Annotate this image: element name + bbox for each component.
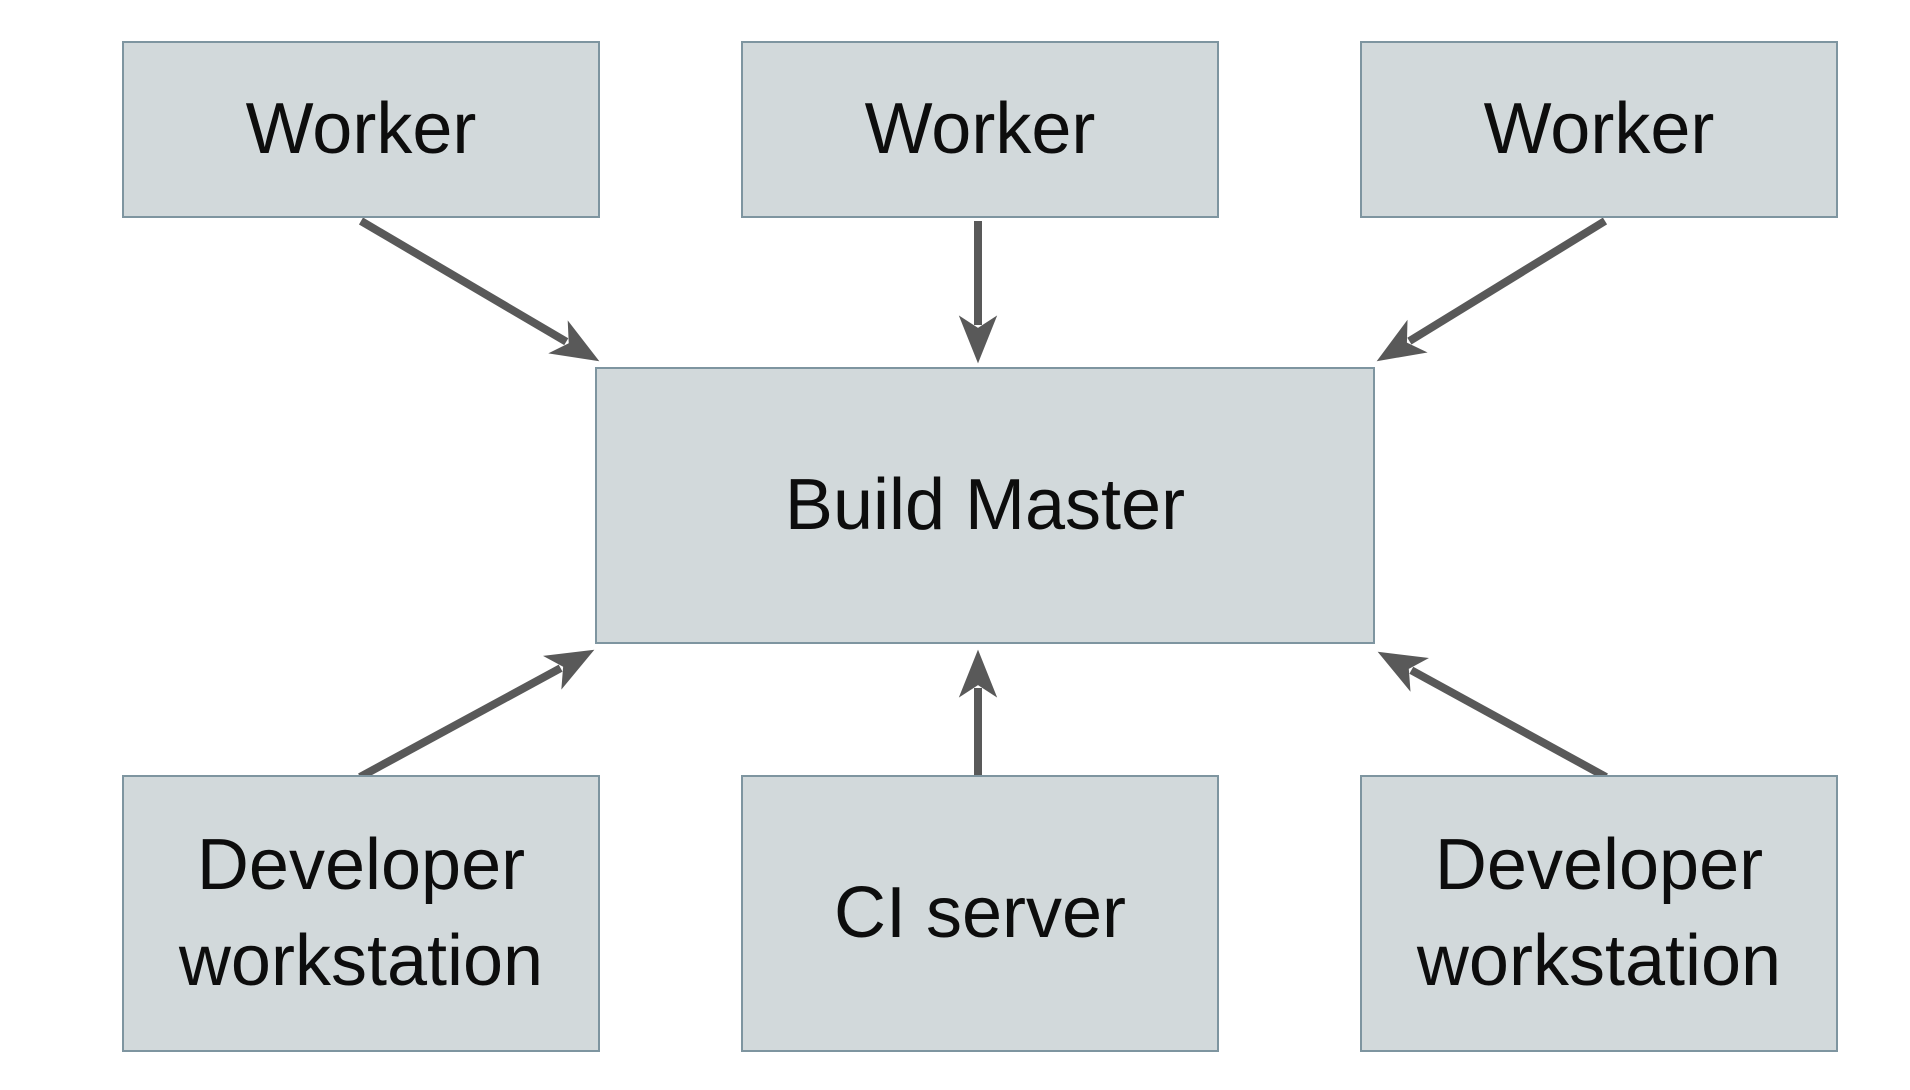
node-build-master-label: Build Master: [784, 464, 1186, 545]
node-build-master: Build Master: [595, 367, 1375, 644]
node-worker-2: Worker: [741, 41, 1219, 218]
edge-dev-workstation-1-to-build-master: [358, 649, 595, 781]
node-worker-1-label: Worker: [245, 88, 477, 169]
node-worker-3: Worker: [1360, 41, 1838, 218]
edge-worker-1-to-build-master: [358, 217, 600, 362]
node-ci-server: CI server: [741, 775, 1219, 1052]
node-developer-workstation-1-label: Developer workstation: [178, 825, 544, 1001]
edge-worker-3-to-build-master: [1376, 217, 1608, 362]
node-developer-workstation-2: Developer workstation: [1360, 775, 1838, 1052]
node-developer-workstation-2-label: Developer workstation: [1416, 825, 1782, 1001]
node-ci-server-label: CI server: [833, 872, 1127, 953]
node-worker-2-label: Worker: [864, 88, 1096, 169]
node-worker-1: Worker: [122, 41, 600, 218]
node-developer-workstation-1: Developer workstation: [122, 775, 600, 1052]
edge-dev-workstation-2-to-build-master: [1377, 651, 1608, 781]
node-worker-3-label: Worker: [1483, 88, 1715, 169]
